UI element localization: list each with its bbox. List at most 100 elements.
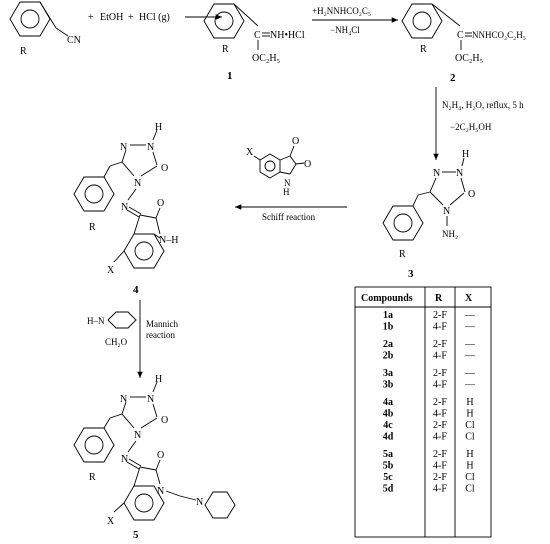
compound-number: 1: [227, 70, 233, 82]
bond: [121, 161, 135, 177]
bond: [127, 188, 137, 201]
compound-number: 4: [133, 284, 139, 296]
bond: [103, 165, 111, 178]
n-atom: N: [456, 168, 463, 179]
o-atom: O: [157, 198, 164, 209]
mannich-label: Mannich: [146, 319, 178, 329]
bond: [55, 27, 69, 37]
condition-ethanol: −2C₂H₅OH: [450, 122, 492, 132]
bond: [417, 191, 431, 196]
x-value: —: [464, 351, 476, 362]
bond: [429, 177, 437, 193]
double-bond: [289, 145, 295, 157]
bond: [152, 151, 158, 166]
compound-id: 5c: [383, 472, 393, 483]
h-atom: H: [283, 187, 290, 197]
aromatic-circle: [20, 9, 40, 29]
bond: [103, 417, 111, 429]
compound-id: 4d: [383, 432, 394, 443]
compound-4: R N N H O N N O N–H X 4: [73, 122, 178, 296]
bond: [279, 171, 291, 175]
bond: [289, 155, 297, 165]
condition-hydrazine: N₂H₄, H₂O, reflux, 5 h: [442, 100, 524, 110]
r-label: R: [420, 44, 427, 55]
o-atom: O: [468, 189, 475, 200]
bond: [121, 401, 127, 415]
compound-3: R N N H O N NH₂ 3: [382, 149, 475, 280]
r-label: R: [89, 222, 96, 233]
bond: [39, 1, 57, 29]
ch2o-label: CH₂O: [105, 337, 128, 347]
isatin-reagent: X O O N H: [246, 136, 311, 197]
x-value: H: [466, 409, 473, 420]
h-atom: H: [462, 149, 469, 160]
r-value: 2-F: [433, 368, 447, 379]
reagent-nh4cl: −NH₄Cl: [330, 25, 360, 35]
bond: [165, 490, 181, 497]
bond: [449, 192, 465, 206]
compound-5: R N N H O N N O N X N 5: [73, 374, 236, 541]
r-value: 2-F: [433, 420, 447, 431]
bond: [109, 161, 123, 167]
compound-number: 5: [133, 529, 139, 541]
mannich-reaction-label: reaction: [146, 330, 175, 340]
x-value: —: [464, 339, 476, 350]
bond: [121, 413, 135, 429]
x-label: X: [107, 265, 115, 276]
aromatic-circle: [264, 160, 276, 172]
bond: [155, 469, 161, 485]
n-atom: N: [121, 202, 128, 213]
oc2h5-label: OC₂H₅: [252, 53, 280, 64]
n-atom: N: [157, 486, 164, 497]
bond: [133, 214, 141, 235]
compound-id: 1a: [383, 310, 393, 321]
compound-id: 3a: [383, 368, 393, 379]
bond: [152, 381, 158, 393]
compound-number: 2: [450, 72, 456, 84]
bond: [139, 466, 157, 471]
n-atom: N: [443, 206, 450, 217]
double-bond: [155, 207, 161, 219]
bond: [279, 155, 291, 161]
r-value: 2-F: [433, 339, 447, 350]
aromatic-circle: [134, 493, 154, 513]
x-value: H: [466, 397, 473, 408]
reagent-hydrazine-carbazate: +H₂NNHCO₂C₅: [312, 6, 371, 16]
o-atom: O: [161, 163, 168, 174]
nh-label: N–H: [159, 235, 178, 246]
bond: [152, 403, 158, 418]
o-atom: O: [161, 415, 168, 426]
n-atom: N: [284, 178, 291, 188]
double-bond: [295, 162, 305, 165]
compound-id: 4a: [383, 397, 393, 408]
bond: [127, 440, 137, 453]
aromatic-circle: [84, 184, 104, 204]
bond: [133, 466, 141, 487]
hcl-label: HCl (g): [139, 12, 170, 23]
aromatic-circle: [214, 11, 234, 31]
table-border: [354, 286, 492, 538]
bond: [153, 233, 161, 239]
bond: [155, 217, 161, 235]
r-value: 2-F: [433, 397, 447, 408]
r-value: 4-F: [433, 432, 447, 443]
compound-number: 3: [408, 268, 414, 280]
compound-id: 5a: [383, 449, 393, 460]
h-atom: H: [155, 374, 162, 385]
bond: [113, 250, 125, 263]
r-value: 4-F: [433, 322, 447, 333]
x-label: X: [246, 147, 254, 158]
plus-sign: +: [128, 12, 134, 23]
n-atom: N: [147, 142, 154, 153]
n-atom: N: [120, 142, 127, 153]
x-value: Cl: [465, 420, 475, 431]
bond: [412, 194, 419, 207]
c-atom: C: [457, 30, 464, 41]
aromatic-circle: [412, 11, 432, 31]
compound-id: 3b: [383, 380, 394, 391]
header-x: X: [465, 293, 473, 304]
x-value: —: [464, 310, 476, 321]
bond: [461, 157, 465, 167]
r-value: 4-F: [433, 484, 447, 495]
r-label: R: [399, 249, 406, 260]
